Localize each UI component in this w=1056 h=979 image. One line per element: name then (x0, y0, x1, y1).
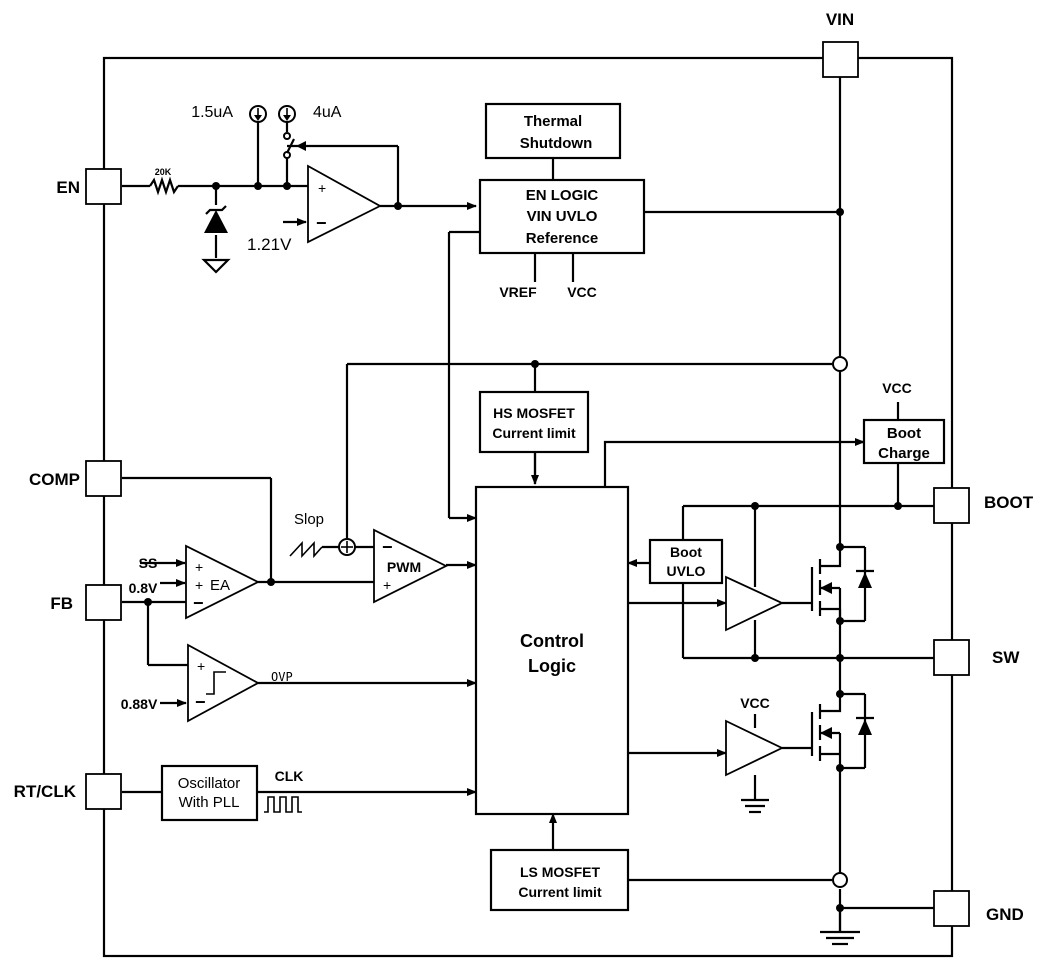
switch-icon (283, 132, 306, 159)
pin-rt-clk (85, 773, 122, 810)
ls-current-limit-label: Current limit (518, 884, 602, 900)
ovp-ref-label: 0.88V (121, 696, 158, 712)
vcc-label: VCC (740, 695, 770, 711)
pin-fb (85, 584, 122, 621)
thermal-label: Thermal (524, 113, 582, 130)
error-amplifier (185, 544, 261, 620)
control-logic-label: Control (520, 631, 584, 651)
ovp-comparator (187, 643, 260, 723)
wiring (122, 77, 934, 946)
pin-label-sw: SW (992, 648, 1020, 667)
hs-current-limit-block (478, 390, 590, 454)
ea-label: EA (210, 577, 230, 594)
ovp-label: OVP (271, 670, 293, 684)
current-label: 4uA (313, 104, 342, 121)
pin-vin (822, 41, 859, 78)
pwm-label: PWM (387, 559, 421, 575)
pin-label-boot: BOOT (984, 493, 1034, 512)
junction-dots (144, 182, 902, 912)
ls-current-limit-label: LS MOSFET (520, 864, 601, 880)
pin-label-en: EN (56, 178, 80, 197)
boot-charge-block (862, 418, 946, 465)
clk-label: CLK (275, 768, 304, 784)
pwm-comparator (373, 528, 449, 604)
control-logic-block (474, 485, 630, 816)
vcc-label: VCC (567, 284, 597, 300)
ls-current-limit-block (489, 848, 630, 912)
gnd-sense-node (832, 872, 848, 888)
plus-sign: + (195, 559, 203, 575)
en-logic-label: VIN UVLO (527, 208, 598, 225)
pin-label-gnd: GND (986, 905, 1024, 924)
slope-ramp-icon (289, 540, 323, 559)
thermal-label: Shutdown (520, 135, 592, 152)
hs-current-limit-label: HS MOSFET (493, 405, 575, 421)
current-source-icon (249, 105, 267, 123)
en-logic-block (478, 178, 646, 255)
plus-sign: + (383, 577, 391, 593)
oscillator-label: With PLL (179, 794, 240, 811)
plus-sign: + (197, 658, 205, 674)
pin-boot (933, 487, 970, 524)
boot-charge-label: Charge (878, 445, 930, 462)
plus-sign: + (318, 180, 326, 196)
boot-charge-label: Boot (887, 425, 921, 442)
minus-sign: − (316, 213, 327, 233)
boot-uvlo-label: Boot (670, 544, 702, 560)
en-comparator (307, 164, 382, 244)
pin-label-comp: COMP (29, 470, 80, 489)
thermal-shutdown-block (484, 102, 622, 160)
oscillator-block (160, 764, 259, 822)
en-logic-label: EN LOGIC (526, 187, 599, 204)
control-logic-label: Logic (528, 656, 576, 676)
hs-gate-driver (725, 575, 785, 632)
pin-label-rt-clk: RT/CLK (14, 782, 77, 801)
pin-en (85, 168, 122, 205)
oscillator-label: Oscillator (178, 775, 241, 792)
ss-label: SS (139, 555, 158, 571)
pin-label-vin: VIN (826, 10, 854, 29)
en-logic-label: Reference (526, 230, 599, 247)
slope-label: Slop (294, 511, 324, 528)
reference-label: 1.21V (247, 235, 292, 254)
ls-gate-driver (725, 719, 785, 777)
boot-uvlo-label: UVLO (667, 563, 706, 579)
current-source-icon (278, 105, 296, 123)
resistor-label: 20K (155, 167, 172, 177)
summing-node-icon (338, 538, 356, 556)
minus-sign: − (382, 537, 393, 557)
current-label: 1.5uA (191, 104, 233, 121)
minus-sign: − (193, 593, 204, 613)
pin-sw (933, 639, 970, 676)
boot-uvlo-block (648, 538, 724, 585)
hs-current-limit-label: Current limit (492, 425, 576, 441)
vin-sense-node (832, 356, 848, 372)
hysteresis-icon (206, 671, 226, 695)
vcc-label: VCC (882, 380, 912, 396)
minus-sign: − (195, 692, 206, 712)
pin-comp (85, 460, 122, 497)
plus-sign: + (195, 577, 203, 593)
fb-ref-label: 0.8V (129, 580, 158, 596)
vref-label: VREF (499, 284, 537, 300)
pin-label-fb: FB (50, 594, 73, 613)
zener-diode-icon (204, 210, 228, 233)
pin-gnd (933, 890, 970, 927)
